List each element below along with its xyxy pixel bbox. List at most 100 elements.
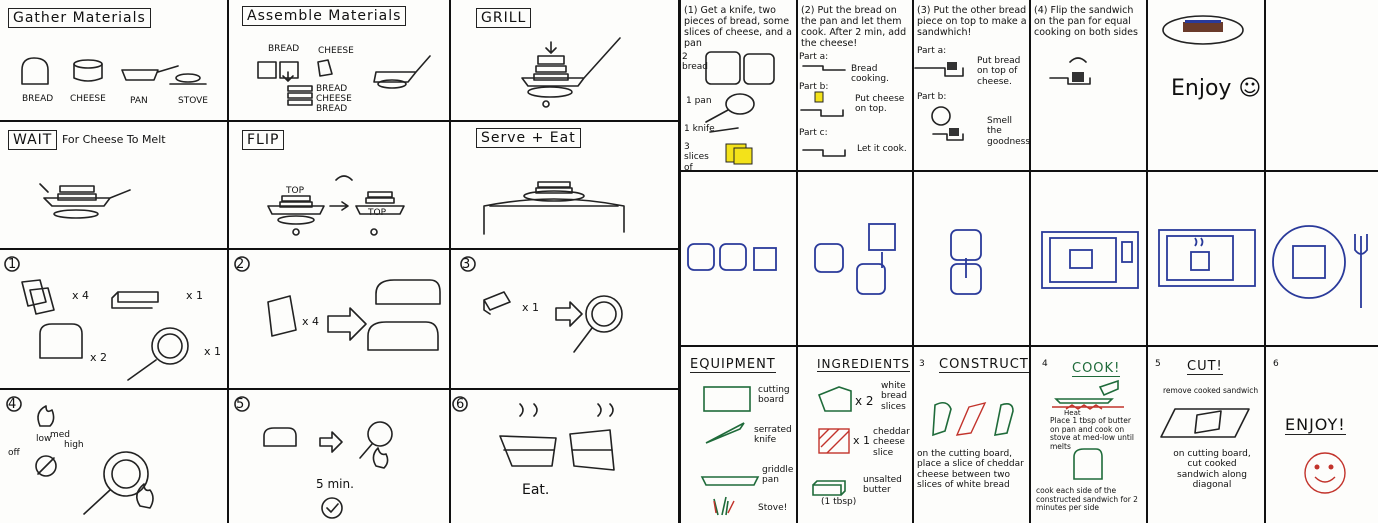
label-cheese: CHEESE [318, 46, 354, 56]
step-text: (3) Put the other bread piece on top to … [917, 5, 1027, 38]
panel-title: WAIT [8, 130, 58, 150]
panel-title: Serve + Eat [476, 128, 581, 148]
step-number: 1 [8, 257, 17, 272]
divider [1029, 0, 1031, 523]
dial-label-off: off [8, 448, 20, 458]
table-sketch [483, 181, 625, 235]
part-text: Put bread on top of cheese. [977, 56, 1021, 87]
step-text: (1) Get a knife, two pieces of bread, so… [684, 5, 792, 49]
label-top-flipped: TOP [368, 208, 387, 218]
divider [0, 388, 680, 390]
panel-step-5: 5 5 min. [228, 390, 450, 523]
flip-sketch [267, 175, 405, 236]
panel-gather-materials: Gather Materials BREAD CHEESE PAN STOVE [0, 0, 228, 120]
panel-r2-6 [1265, 172, 1378, 345]
instruction-text: remove cooked sandwich [1163, 386, 1259, 395]
wait-sketch [39, 183, 131, 219]
label: white bread slices [881, 381, 907, 412]
sandwich-assemble-sketch [950, 229, 982, 295]
panel-title: EQUIPMENT [690, 357, 776, 373]
equipment-sketch [700, 386, 760, 516]
label: griddle pan [762, 465, 794, 486]
smiley-icon [1304, 452, 1346, 494]
panel-r2-1 [680, 172, 797, 345]
panel-serve-eat: Serve + Eat [450, 122, 680, 248]
panel-r2-4 [1030, 172, 1147, 345]
label: unsalted butter [863, 475, 902, 496]
label: 2 bread [682, 52, 708, 73]
panel-r1-step-3: (3) Put the other bread piece on top to … [913, 0, 1030, 170]
label: 3 slices of cheese [684, 142, 709, 170]
toast-sketch [234, 256, 441, 351]
panel-step-3: 3 x 1 [450, 250, 680, 388]
panel-title: Gather Materials [8, 8, 151, 28]
label-cheese: CHEESE [70, 94, 106, 104]
panel-equipment: EQUIPMENT cutting board serrated knife g… [680, 347, 797, 523]
panel-cook: 4 COOK! Heat Place 1 tbsp of butter on p… [1030, 347, 1147, 523]
label: (1 tbsp) [821, 497, 857, 507]
instruction-text-2: cook each side of the constructed sandwi… [1036, 486, 1138, 513]
divider [227, 0, 229, 523]
enjoy-text: Enjoy ☺ [1171, 76, 1262, 101]
stove-dial-sketch [6, 396, 154, 515]
panel-step-4: 4 low med high off [0, 390, 228, 523]
ingredients-sketch [812, 386, 852, 496]
part-label: Part b: [917, 92, 947, 102]
construct-sketch [932, 401, 1014, 437]
timer-label: 5 min. [316, 477, 354, 491]
panel-title: CONSTRUCT! [939, 357, 1030, 373]
panel-construct: 3 CONSTRUCT! on the cutting board, place… [913, 347, 1030, 523]
divider [680, 345, 1378, 347]
panel-r1-step-1: (1) Get a knife, two pieces of bread, so… [680, 0, 797, 170]
assemble-sketch [257, 55, 431, 106]
panel-step-1: 1 x 4 x 1 x 2 x 1 [0, 250, 228, 388]
panel-title: GRILL [476, 8, 532, 28]
divider [1264, 0, 1266, 523]
pan-steps-sketch [800, 65, 846, 157]
ingredients-sketch [4, 256, 189, 381]
step-text: (4) Flip the sandwich on the pan for equ… [1034, 5, 1138, 38]
panel-r1-step-2: (2) Put the bread on the pan and let the… [797, 0, 913, 170]
label: 1 pan [686, 96, 712, 106]
panel-title: CUT! [1187, 359, 1223, 375]
divider [0, 120, 680, 122]
instruction-text-2: on cutting board, cut cooked sandwich al… [1173, 449, 1251, 491]
label-top: TOP [286, 186, 305, 196]
instruction-text: Place 1 tbsp of butter on pan and cook o… [1050, 416, 1134, 451]
divider [678, 0, 681, 523]
sandwich-halves-sketch [452, 396, 615, 471]
label: cutting board [758, 385, 790, 406]
part-text: Bread cooking. [851, 64, 889, 85]
step-number: 5 [1155, 359, 1161, 369]
panel-r2-2 [797, 172, 913, 345]
label: serrated knife [754, 425, 792, 446]
panel-title: FLIP [242, 130, 285, 150]
qty-label: x 1 [186, 289, 204, 302]
stack-label-bread-top: BREAD [316, 84, 348, 94]
stack-label-cheese: CHEESE [316, 94, 352, 104]
eat-label: Eat. [522, 482, 550, 498]
microwave-cooking-sketch [1158, 229, 1256, 287]
qty-label: x 1 [853, 434, 871, 447]
wait-timer-sketch [234, 396, 393, 519]
divider [1146, 0, 1148, 523]
label: 1 knife [684, 124, 715, 134]
panel-step-2: 2 x 4 [228, 250, 450, 388]
panel-r2-3 [913, 172, 1030, 345]
dial-label-high: high [64, 440, 84, 450]
panel-enjoy: 6 ENJOY! [1265, 347, 1378, 523]
sandwich-steps-sketch [914, 62, 964, 141]
panel-wait: WAIT For Cheese To Melt [0, 122, 228, 248]
panel-step-6: 6 Eat. [450, 390, 680, 523]
microwave-sketch [1041, 231, 1139, 289]
plate-fork-sketch [1272, 225, 1368, 308]
divider [449, 0, 451, 523]
panel-r1-blank [1265, 0, 1378, 170]
step-number: 4 [8, 397, 17, 412]
step-number: 4 [1042, 359, 1048, 369]
panel-cut: 5 CUT! remove cooked sandwich on cutting… [1147, 347, 1265, 523]
dial-label-low: low [36, 434, 52, 444]
plated-sandwich-sketch [1162, 15, 1244, 45]
